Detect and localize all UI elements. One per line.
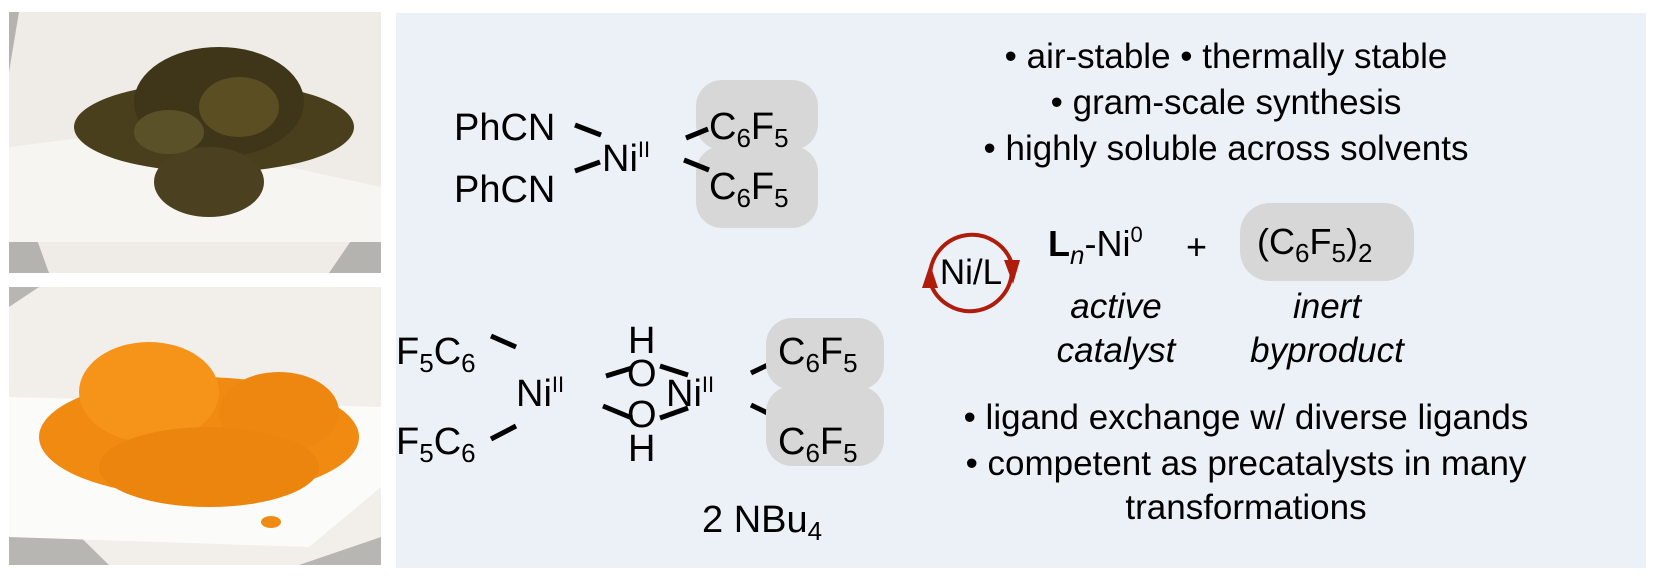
nickel-center-2b: NiII bbox=[666, 372, 715, 415]
nickel-center-1: NiII bbox=[602, 137, 651, 180]
bond-aryl-ni-left-bottom bbox=[489, 423, 518, 442]
photo-orange-powder-image bbox=[9, 287, 381, 565]
ligand-phcn-bottom: PhCN bbox=[454, 169, 556, 211]
cycle-label: Ni/L bbox=[939, 253, 1003, 292]
aryl-c6f5-right-top: C6F5 bbox=[778, 331, 858, 378]
bond-o-ni-bottom-right bbox=[659, 405, 689, 421]
photo-orange-powder bbox=[9, 287, 381, 565]
feature-gram-scale: • gram-scale synthesis bbox=[1050, 83, 1402, 122]
caption-byproduct: byproduct bbox=[1250, 331, 1404, 370]
byproduct-formula: (C6F5)2 bbox=[1257, 221, 1373, 268]
caption-inert: inert bbox=[1292, 287, 1362, 326]
feature-precatalysts-cont: transformations bbox=[1125, 488, 1367, 527]
feature-precatalysts: • competent as precatalysts in many bbox=[965, 444, 1527, 483]
photo-dark-crystals bbox=[9, 12, 381, 273]
aryl-f5c6-left-top: F5C6 bbox=[396, 331, 476, 378]
photo-dark-crystals-image bbox=[9, 12, 381, 273]
aryl-highlight-top bbox=[696, 80, 818, 150]
counterion-nbu4: 2 NBu4 bbox=[702, 499, 823, 546]
nickel-center-2a: NiII bbox=[516, 372, 565, 415]
feature-stability: • air-stable • thermally stable bbox=[1004, 37, 1448, 76]
aryl-highlight-right-top bbox=[766, 318, 884, 390]
bond-phcn-ni-top bbox=[574, 122, 602, 138]
aryl-highlight-bottom bbox=[696, 146, 818, 228]
aryl-f5c6-left-bottom: F5C6 bbox=[396, 421, 476, 468]
catalytic-cycle-arrows-icon bbox=[922, 232, 1020, 314]
bridge-o-top: O bbox=[627, 353, 657, 395]
ligand-phcn-top: PhCN bbox=[454, 107, 556, 149]
bridge-o-bottom: O bbox=[627, 394, 657, 436]
caption-active: active bbox=[1070, 287, 1162, 326]
bond-lines bbox=[489, 122, 780, 442]
aryl-c6f5-top: C6F5 bbox=[709, 106, 789, 153]
aryl-c6f5-bottom: C6F5 bbox=[709, 166, 789, 213]
bond-ni-aryl-bottom bbox=[683, 157, 710, 173]
bridge-h-top: H bbox=[628, 320, 656, 362]
summary-panel: PhCN PhCN NiII C6F5 C6F5 F5C6 F5C6 NiII … bbox=[396, 13, 1646, 568]
aryl-c6f5-right-bottom: C6F5 bbox=[778, 421, 858, 468]
bond-ni-o-top-left bbox=[605, 365, 633, 379]
plus-sign: + bbox=[1186, 226, 1208, 267]
bond-ni-o-bottom-left bbox=[602, 403, 633, 421]
aryl-highlight-right-bottom bbox=[766, 386, 884, 466]
bond-ni-aryl-top bbox=[685, 126, 709, 141]
feature-ligand-exchange: • ligand exchange w/ diverse ligands bbox=[963, 398, 1529, 437]
feature-solubility: • highly soluble across solvents bbox=[983, 129, 1469, 168]
bridge-h-bottom: H bbox=[628, 428, 656, 470]
byproduct-highlight bbox=[1240, 203, 1414, 281]
bond-o-ni-top-right bbox=[659, 363, 689, 378]
caption-catalyst: catalyst bbox=[1056, 331, 1176, 370]
bond-phcn-ni-bottom bbox=[574, 159, 601, 174]
bond-aryl-ni-left-top bbox=[489, 333, 518, 350]
active-catalyst-formula: Ln-Ni0 bbox=[1048, 222, 1143, 270]
